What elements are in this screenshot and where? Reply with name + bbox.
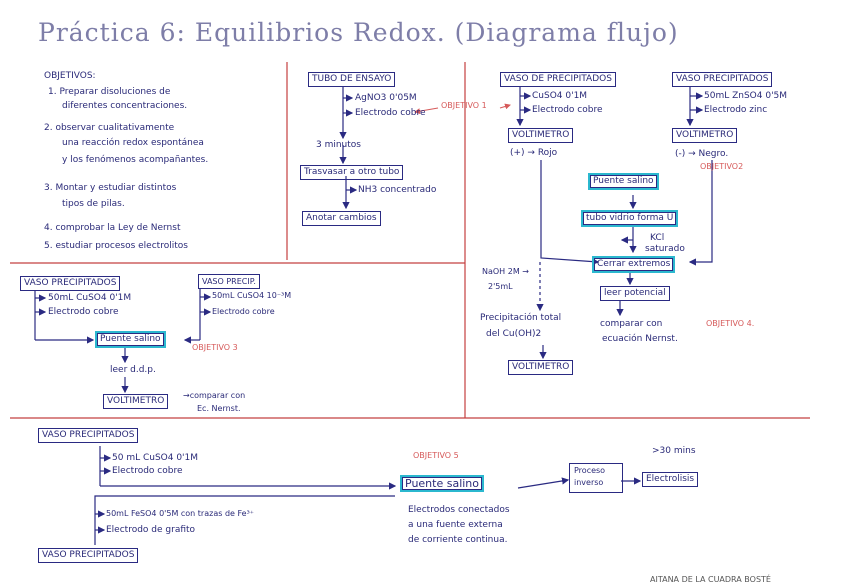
tubo-reagent: NH3 concentrado: [358, 185, 437, 195]
objetivo-5-label: OBJETIVO 5: [413, 451, 459, 460]
kcl-label: saturado: [645, 244, 685, 254]
voltimetro-box: VOLTIMETRO: [103, 394, 169, 409]
trasvasar-box: Trasvasar a otro tubo: [300, 165, 404, 180]
electrolisis-box: Electrolisis: [642, 472, 699, 487]
voltimetro-box: VOLTIMETRO: [508, 128, 574, 143]
objetivo-1-label: OBJETIVO 1: [441, 101, 487, 110]
celda-reagent: Electrodo cobre: [532, 105, 603, 115]
vaso-precipitados-box: VASO PRECIPITADOS: [38, 428, 139, 443]
comparar-text: comparar con: [600, 319, 663, 329]
objetivo-line: 2. observar cualitativamente: [44, 123, 175, 133]
proceso-text: Proceso: [574, 466, 606, 475]
kcl-label: KCl: [650, 233, 665, 243]
comparar-text: ecuación Nernst.: [602, 334, 678, 344]
tubo-reagent: AgNO3 0'05M: [355, 93, 417, 103]
cerrar-extremos-box: Cerrar extremos: [592, 256, 676, 273]
objetivo-line: y los fenómenos acompañantes.: [62, 155, 209, 165]
voltimetro-note: (+) → Rojo: [510, 148, 558, 158]
electrolisis-reagent: Electrodo de grafito: [106, 525, 196, 535]
puente-salino-box: Puente salino: [588, 173, 659, 190]
puente-salino-box: Puente salino: [95, 331, 166, 348]
proceso-inverso-box: Proceso inverso: [569, 463, 623, 493]
section-dividers: [10, 62, 810, 419]
tubo-u-box: tubo vidrio forma U: [581, 210, 679, 227]
comparar-text: →comparar con: [183, 391, 246, 400]
voltimetro-box: VOLTIMETRO: [672, 128, 738, 143]
proceso-text: inverso: [574, 478, 604, 487]
electrolisis-reagent: 50mL FeSO4 0'5M con trazas de Fe³⁺: [106, 509, 254, 518]
pila-reagent: Electrodo cobre: [48, 307, 119, 317]
vaso-precip-box: VASO PRECIP.: [198, 274, 260, 289]
electrolisis-reagent: 50 mL CuSO4 0'1M: [112, 453, 199, 463]
celda-reagent: CuSO4 0'1M: [532, 91, 588, 101]
tubo-wait: 3 minutos: [316, 140, 361, 150]
vaso-precipitados-box: VASO PRECIPITADOS: [20, 276, 121, 291]
objetivos-heading: OBJETIVOS:: [44, 71, 96, 81]
precipitacion-text: del Cu(OH)2: [486, 329, 542, 339]
author-signature: AITANA DE LA CUADRA BOSTÉ: [650, 575, 771, 584]
electrolisis-desc: a una fuente externa: [408, 520, 503, 530]
pila-reagent: Electrodo cobre: [212, 307, 275, 316]
objetivo-line: 1. Preparar disoluciones de: [48, 87, 171, 97]
objetivo-line: una reacción redox espontánea: [62, 138, 204, 148]
objetivo-line: 4. comprobar la Ley de Nernst: [44, 223, 181, 233]
electrolisis-reagent: Electrodo cobre: [112, 466, 183, 476]
pila-reagent: 50mL CuSO4 10⁻³M: [212, 291, 292, 300]
celda-reagent: 50mL ZnSO4 0'5M: [704, 91, 788, 101]
precipitacion-text: Precipitación total: [480, 313, 562, 323]
objetivo-3-label: OBJETIVO 3: [192, 343, 238, 352]
puente-salino-box: Puente salino: [400, 475, 485, 492]
leer-potencial-box: leer potencial: [600, 286, 670, 301]
objetivo-4-label: OBJETIVO 4.: [706, 319, 755, 328]
voltimetro-note: (-) → Negro.: [675, 149, 729, 159]
tubo-reagent: Electrodo cobre: [355, 108, 426, 118]
leer-ddp-text: leer d.d.p.: [110, 365, 156, 375]
objetivo-line: tipos de pilas.: [62, 199, 125, 209]
anotar-box: Anotar cambios: [302, 211, 381, 226]
objetivo-line: diferentes concentraciones.: [62, 101, 188, 111]
celda-reagent: Electrodo zinc: [704, 105, 768, 115]
vaso-precipitados-box: VASO PRECIPITADOS: [672, 72, 773, 87]
electrolisis-desc: de corriente continua.: [408, 535, 508, 545]
voltimetro-box: VOLTIMETRO: [508, 360, 574, 375]
objetivo-2-label: OBJETIVO2: [700, 162, 744, 171]
naoh-label: 2'5mL: [488, 282, 513, 291]
naoh-label: NaOH 2M →: [482, 267, 529, 276]
page-title: Práctica 6: Equilibrios Redox. (Diagrama…: [38, 18, 679, 47]
objetivo-line: 3. Montar y estudiar distintos: [44, 183, 177, 193]
vaso-precipitados-box: VASO DE PRECIPITADOS: [500, 72, 616, 87]
comparar-text: Ec. Nernst.: [197, 404, 241, 413]
objetivo-line: 5. estudiar procesos electrolitos: [44, 241, 188, 251]
vaso-precipitados-box: VASO PRECIPITADOS: [38, 548, 139, 563]
tiempo-label: >30 mins: [652, 446, 696, 456]
electrolisis-desc: Electrodos conectados: [408, 505, 510, 515]
tubo-ensayo-box: TUBO DE ENSAYO: [308, 72, 396, 87]
pila-reagent: 50mL CuSO4 0'1M: [48, 293, 132, 303]
